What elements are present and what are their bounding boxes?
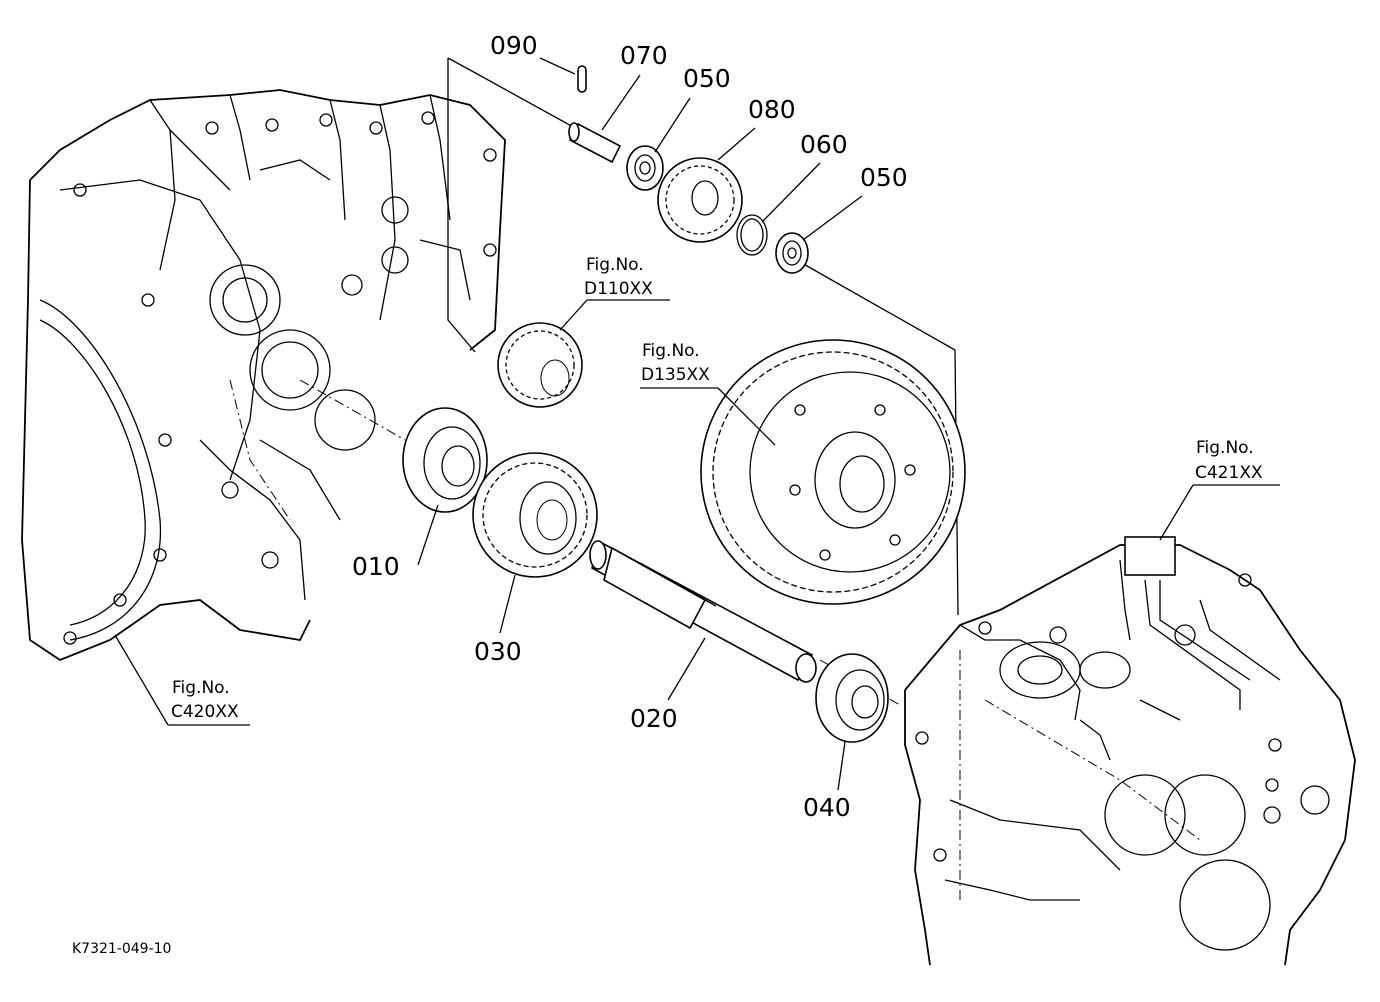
pin-090	[577, 65, 587, 93]
gear-030	[472, 452, 598, 578]
bearing-040	[815, 653, 889, 743]
bearing-050-a	[626, 145, 664, 191]
left-housing	[21, 89, 506, 662]
label-part-050-a: 050	[683, 64, 731, 93]
fig-ref-d135-caption: Fig.No.	[642, 341, 700, 361]
right-housing	[904, 536, 1356, 966]
label-part-080: 080	[748, 95, 796, 124]
bearing-010	[402, 407, 488, 513]
shaft-070	[568, 122, 622, 164]
gear-d110	[497, 322, 583, 408]
label-part-060: 060	[800, 130, 848, 159]
fig-ref-d110-code: D110XX	[584, 279, 653, 299]
phantom-frame	[447, 57, 476, 353]
assembly-axis-upper	[469, 69, 959, 616]
label-part-070: 070	[620, 41, 668, 70]
fig-ref-d135-code: D135XX	[641, 365, 710, 385]
snap-ring-060	[736, 214, 768, 256]
label-part-040: 040	[803, 793, 851, 822]
label-part-030: 030	[474, 637, 522, 666]
bearing-050-b	[775, 232, 809, 274]
leader-lines	[114, 57, 1280, 791]
fig-ref-c421-code: C421XX	[1195, 463, 1263, 483]
label-part-090: 090	[490, 31, 538, 60]
gear-080	[657, 157, 743, 243]
gear-d135	[700, 339, 966, 605]
label-part-050-b: 050	[860, 163, 908, 192]
shaft-020	[589, 540, 817, 683]
label-part-010: 010	[352, 552, 400, 581]
label-part-020: 020	[630, 704, 678, 733]
fig-ref-c420-code: C420XX	[171, 702, 239, 722]
fig-ref-c420-caption: Fig.No.	[172, 678, 230, 698]
fig-ref-d110-caption: Fig.No.	[586, 255, 644, 275]
fig-ref-c421-caption: Fig.No.	[1196, 438, 1254, 458]
drawing-code: K7321-049-10	[72, 941, 171, 957]
